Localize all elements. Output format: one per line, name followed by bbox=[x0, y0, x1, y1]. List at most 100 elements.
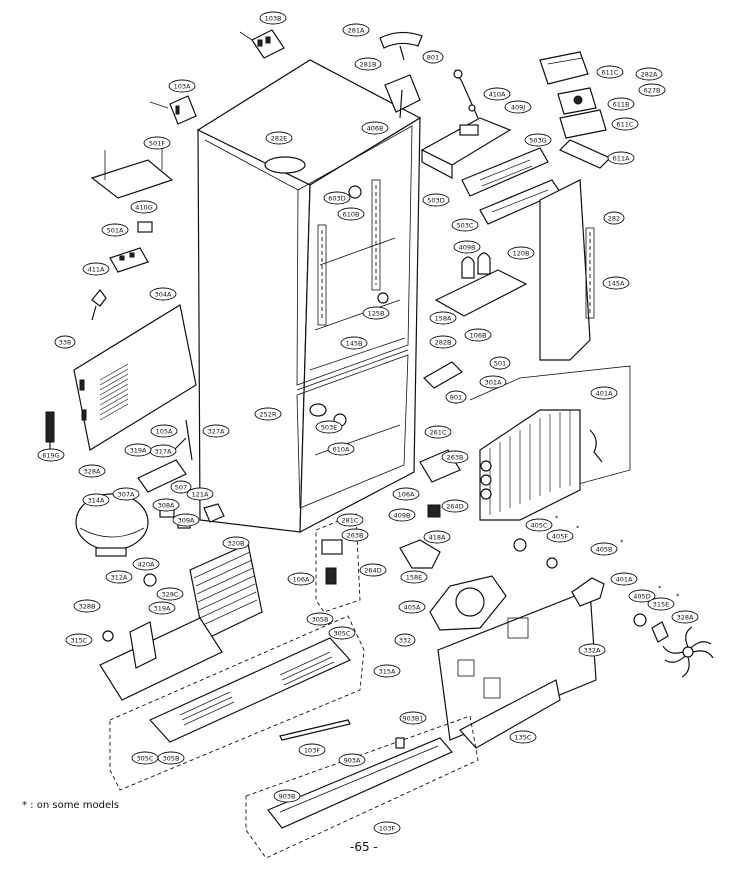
part-103F-grille bbox=[245, 715, 479, 859]
callout: 503D bbox=[422, 193, 450, 207]
svg-text:903B: 903B bbox=[279, 793, 296, 801]
part-405C-grommet bbox=[513, 538, 558, 569]
callout: 328A bbox=[671, 610, 699, 624]
part-501F-cover bbox=[90, 140, 174, 199]
callout: 301A bbox=[479, 375, 507, 389]
svg-text:409B: 409B bbox=[459, 244, 476, 252]
callout: 263B bbox=[441, 450, 469, 464]
svg-text:264D: 264D bbox=[446, 503, 463, 511]
svg-text:903B1: 903B1 bbox=[402, 715, 423, 723]
callout: 261C bbox=[424, 425, 452, 439]
callout: 105A bbox=[150, 424, 178, 438]
callout: 315A bbox=[373, 664, 401, 678]
svg-text:801: 801 bbox=[450, 394, 462, 402]
callout: 401A bbox=[610, 572, 638, 586]
part-315C bbox=[102, 630, 114, 642]
svg-text:332A: 332A bbox=[584, 647, 601, 655]
part-103H-bar bbox=[279, 719, 351, 741]
callout: 603D bbox=[323, 191, 351, 205]
callout: 317A bbox=[149, 444, 177, 458]
callout: 338 bbox=[54, 335, 76, 349]
svg-text:627B: 627B bbox=[644, 87, 661, 95]
callout: 125B bbox=[362, 306, 390, 320]
svg-text:406B: 406B bbox=[367, 125, 384, 133]
svg-text:410A: 410A bbox=[489, 91, 506, 99]
callout: 315C bbox=[65, 633, 93, 647]
callout: 281A bbox=[342, 23, 370, 37]
callout: 282B bbox=[429, 335, 457, 349]
part-252R-damper bbox=[309, 403, 327, 417]
callout: 611B bbox=[607, 97, 635, 111]
svg-text:125B: 125B bbox=[368, 310, 385, 318]
part-410A-harness bbox=[453, 69, 479, 119]
callout: 418A bbox=[423, 530, 451, 544]
svg-text:501F: 501F bbox=[149, 140, 165, 148]
callout: 304A bbox=[149, 287, 177, 301]
callout: 315E* bbox=[647, 592, 680, 611]
svg-text:411A: 411A bbox=[88, 266, 105, 274]
callout-labels: 103B 281A 801 611C 282A 281B 410A 103A 4… bbox=[37, 11, 699, 835]
part-411A-thermostat bbox=[91, 289, 107, 321]
svg-text:252R: 252R bbox=[260, 411, 277, 419]
svg-text:405F: 405F bbox=[552, 533, 568, 541]
svg-text:264D: 264D bbox=[364, 567, 381, 575]
callout: 619G bbox=[37, 448, 65, 462]
part-282B-hinge bbox=[423, 361, 463, 389]
part-314A-compressor bbox=[75, 493, 149, 557]
callout: 103A bbox=[168, 79, 196, 93]
svg-text:503D: 503D bbox=[427, 197, 444, 205]
svg-text:*: * bbox=[676, 592, 680, 600]
svg-text:120B: 120B bbox=[513, 250, 530, 258]
svg-text:305C: 305C bbox=[334, 630, 351, 638]
callout: 319A bbox=[148, 601, 176, 615]
svg-text:145A: 145A bbox=[608, 280, 625, 288]
part-301A-evaporator bbox=[469, 365, 631, 521]
svg-text:903A: 903A bbox=[344, 757, 361, 765]
callout: 263B bbox=[341, 528, 369, 542]
callout: 405C* bbox=[525, 514, 559, 532]
svg-text:309A: 309A bbox=[178, 517, 195, 525]
callout: 409B bbox=[388, 508, 416, 522]
part-405A-shroud bbox=[429, 575, 507, 631]
svg-text:307A: 307A bbox=[118, 491, 135, 499]
svg-text:503C: 503C bbox=[457, 222, 474, 230]
part-619G-brush bbox=[45, 411, 55, 450]
svg-text:611B: 611B bbox=[613, 101, 630, 109]
part-401A-fan-motor bbox=[571, 577, 605, 607]
callout: 305C bbox=[328, 626, 356, 640]
callout: 264D bbox=[441, 499, 469, 513]
svg-text:305B: 305B bbox=[312, 616, 329, 624]
part-120B-duct-cover bbox=[539, 179, 595, 361]
svg-text:801: 801 bbox=[427, 54, 439, 62]
part-410G bbox=[137, 221, 153, 233]
svg-text:301A: 301A bbox=[485, 379, 502, 387]
callout: 103F bbox=[373, 821, 401, 835]
callout: 309A bbox=[172, 513, 200, 527]
svg-text:409B: 409B bbox=[394, 512, 411, 520]
callout: 501 bbox=[489, 356, 511, 370]
svg-text:281A: 281A bbox=[348, 27, 365, 35]
callout: 264D bbox=[359, 563, 387, 577]
svg-text:281B: 281B bbox=[360, 61, 377, 69]
part-503G-duct bbox=[461, 147, 549, 197]
callout: 328A bbox=[78, 464, 106, 478]
part-501A-box bbox=[109, 247, 149, 273]
svg-text:503G: 503G bbox=[529, 137, 546, 145]
callout: 282E bbox=[265, 131, 293, 145]
part-135C-cover bbox=[459, 679, 561, 749]
part-304A-back-cover bbox=[73, 304, 197, 451]
part-319A-lower-pan bbox=[99, 617, 223, 701]
callout: 106B bbox=[464, 328, 492, 342]
svg-text:611C: 611C bbox=[617, 121, 634, 129]
callout: 420A bbox=[132, 557, 160, 571]
svg-text:317A: 317A bbox=[155, 448, 172, 456]
svg-text:282E: 282E bbox=[271, 135, 288, 143]
callout: 503G bbox=[524, 133, 552, 147]
callout: 314A bbox=[82, 493, 110, 507]
svg-text:401A: 401A bbox=[596, 390, 613, 398]
part-332A-panel bbox=[437, 589, 597, 741]
part-611B-motor bbox=[557, 87, 597, 115]
callout: 158A bbox=[429, 311, 457, 325]
part-317A-hose bbox=[171, 419, 193, 461]
